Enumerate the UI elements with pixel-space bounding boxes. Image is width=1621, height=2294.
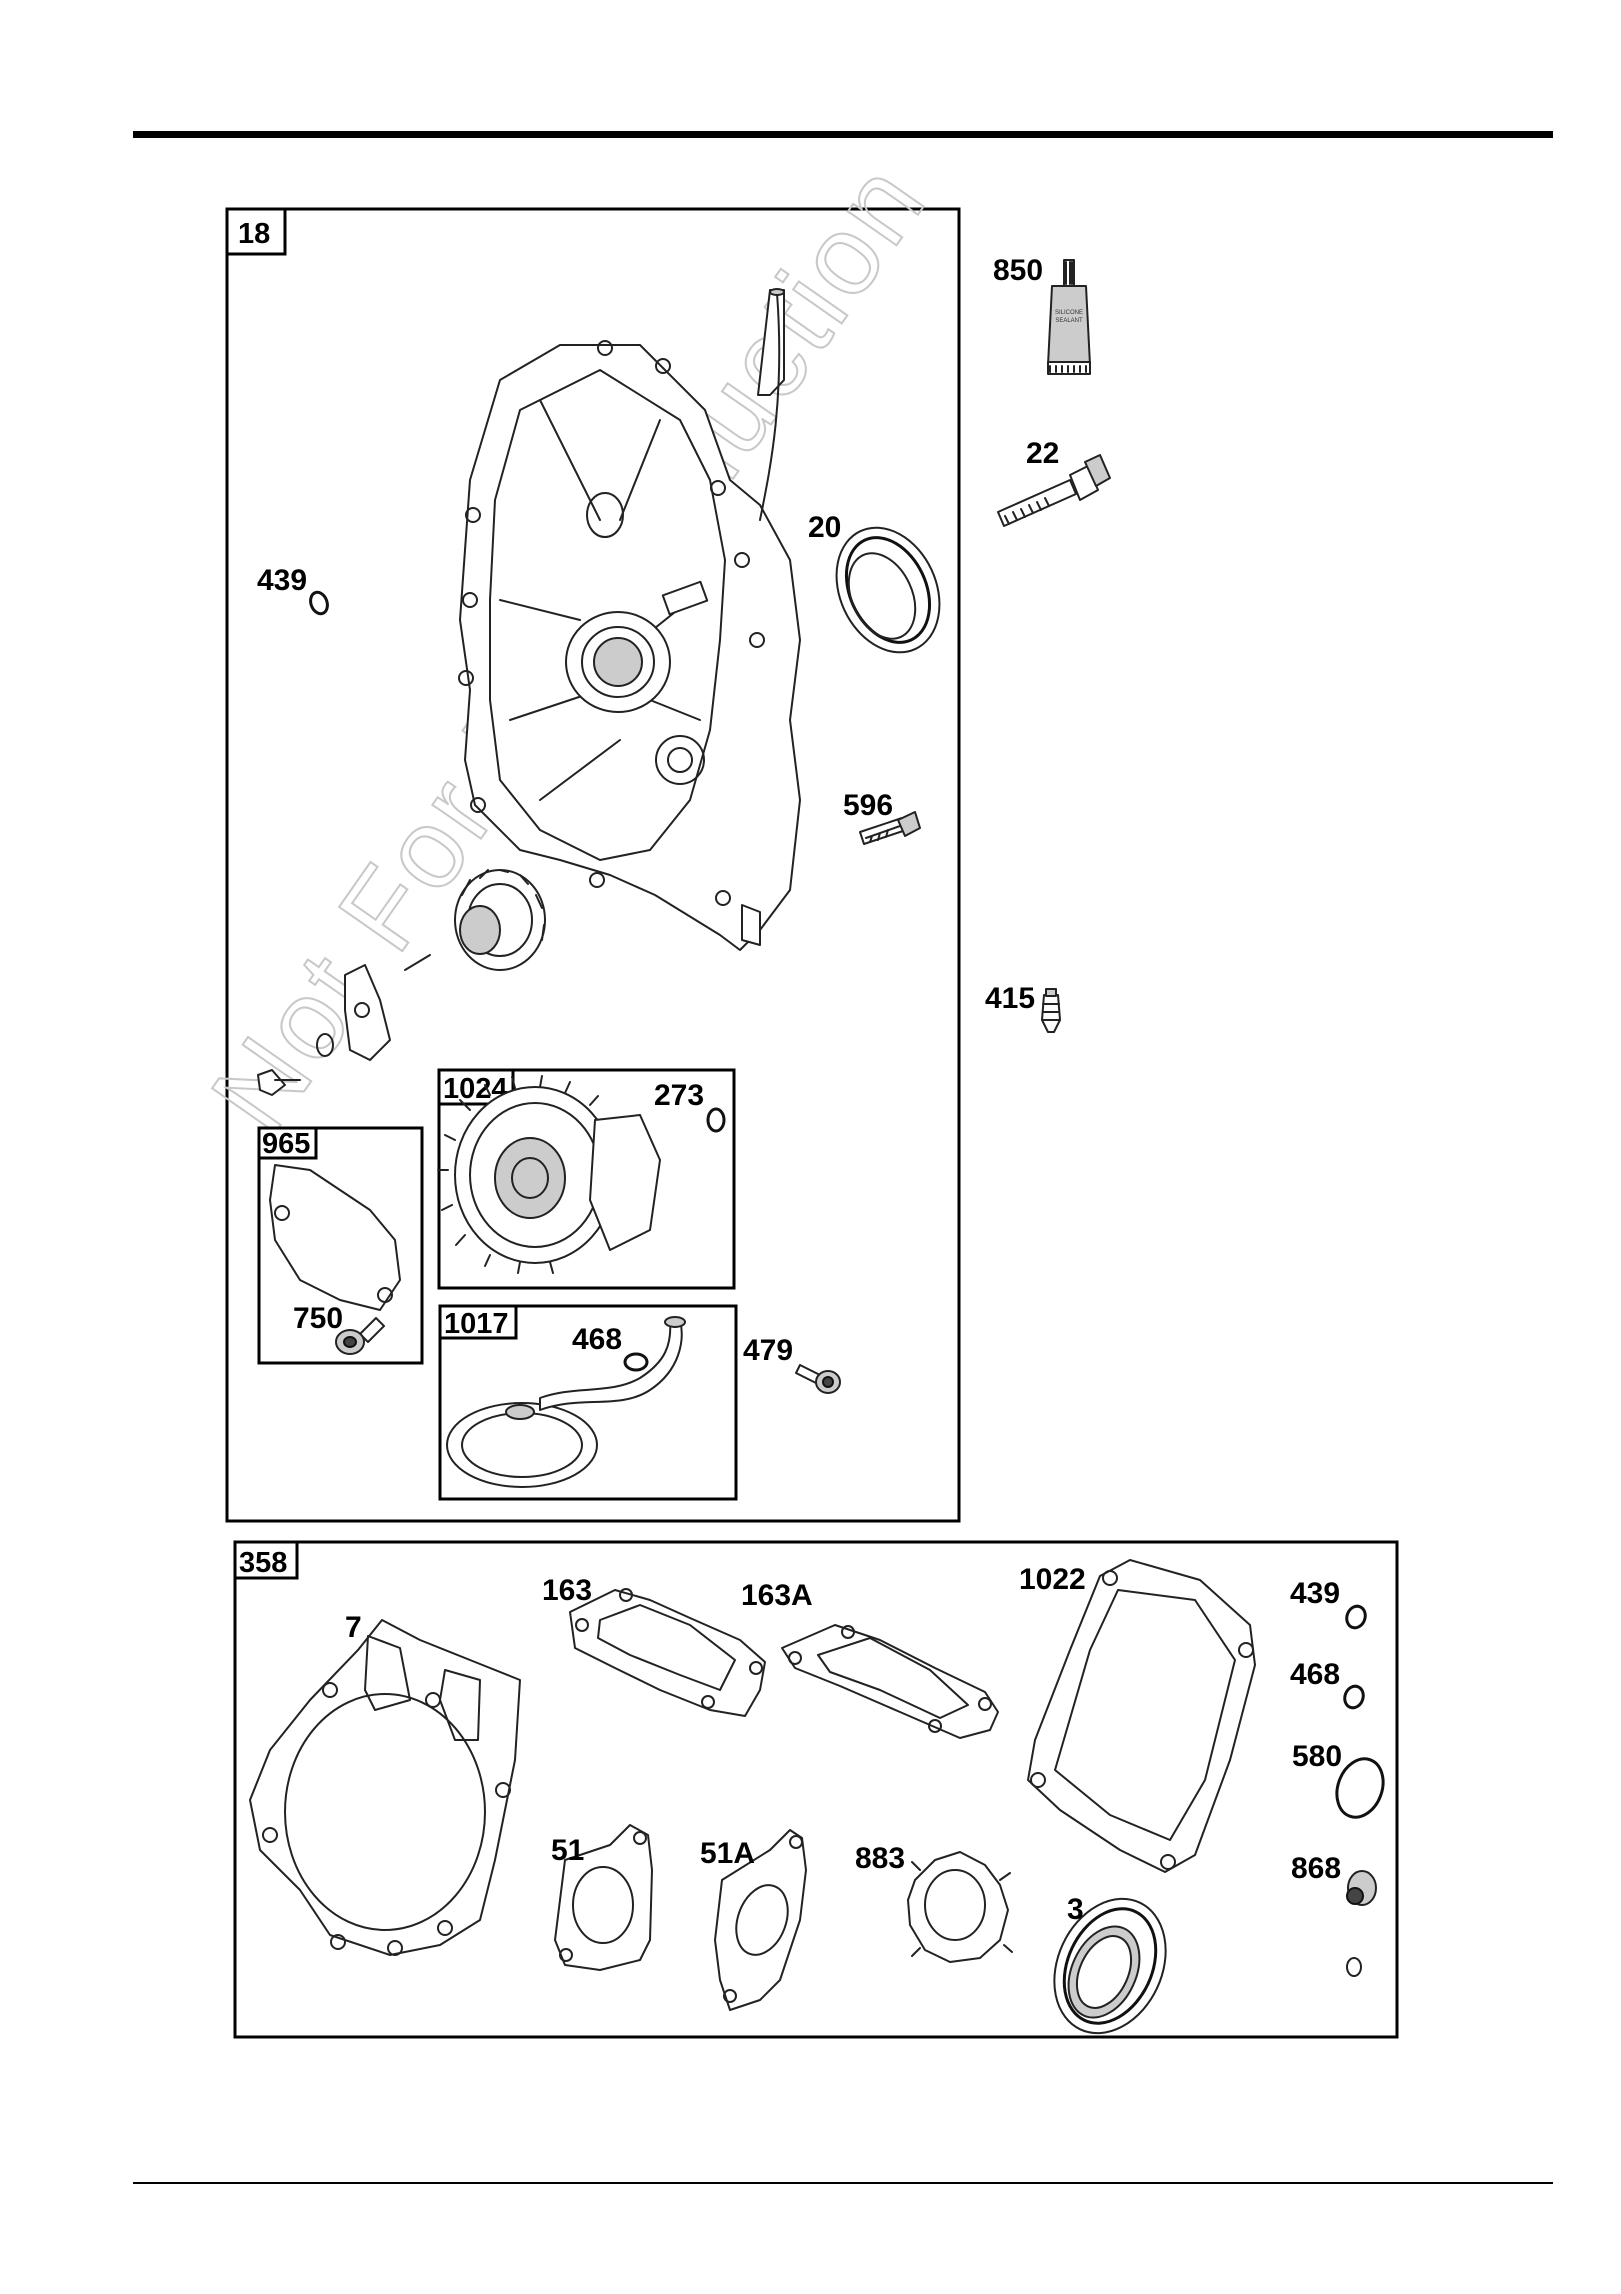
gear-icon-1024 xyxy=(438,1076,660,1273)
part-label-51: 51 xyxy=(551,1834,584,1867)
bolt-icon-750 xyxy=(336,1318,384,1354)
gasket-icon-1022 xyxy=(1028,1560,1255,1872)
part-label-51a: 51A xyxy=(700,1837,755,1870)
part-label-468b: 468 xyxy=(1290,1658,1340,1691)
part-label-20: 20 xyxy=(808,511,841,544)
gasket-icon-163 xyxy=(570,1589,765,1716)
valve-seal-icon-868 xyxy=(1347,1871,1376,1905)
part-label-850: 850 xyxy=(993,254,1043,287)
oil-seal-icon-3 xyxy=(1033,1881,1186,2052)
sealant-tube-icon-850: SILICONE SEALANT xyxy=(1048,260,1090,374)
o-ring-icon-468b xyxy=(1342,1684,1366,1711)
part-label-163a: 163A xyxy=(741,1579,813,1612)
o-ring-icon-468a xyxy=(625,1354,647,1370)
gasket-icon-163A xyxy=(782,1625,998,1738)
part-label-580: 580 xyxy=(1292,1740,1342,1773)
o-ring-icon-439 xyxy=(308,590,331,616)
gear-icon-governor xyxy=(455,870,545,970)
part-label-868: 868 xyxy=(1291,1852,1341,1885)
oil-pickup-icon-1017 xyxy=(447,1317,685,1487)
part-label-596: 596 xyxy=(843,789,893,822)
part-label-883: 883 xyxy=(855,1842,905,1875)
part-label-468a: 468 xyxy=(572,1323,622,1356)
part-label-750: 750 xyxy=(293,1302,343,1335)
plug-icon-415 xyxy=(1042,989,1060,1032)
part-label-7: 7 xyxy=(345,1611,362,1644)
sealant-line-2: SEALANT xyxy=(1055,318,1083,324)
part-label-273: 273 xyxy=(654,1079,704,1112)
part-label-3: 3 xyxy=(1067,1893,1084,1926)
part-label-163: 163 xyxy=(542,1574,592,1607)
o-ring-icon-439b xyxy=(1344,1604,1368,1631)
part-label-22: 22 xyxy=(1026,437,1059,470)
group-label-18: 18 xyxy=(238,218,270,250)
bolt-icon-479 xyxy=(796,1365,840,1393)
o-ring-icon-273 xyxy=(708,1109,724,1131)
part-label-439a: 439 xyxy=(257,564,307,597)
part-label-415: 415 xyxy=(985,982,1035,1015)
gasket-icon-965 xyxy=(270,1165,400,1310)
small-ring-icon xyxy=(1347,1958,1361,1976)
gasket-icon-883 xyxy=(908,1852,1012,1962)
group-label-1017: 1017 xyxy=(444,1308,509,1340)
group-label-358: 358 xyxy=(239,1547,287,1579)
part-label-439b: 439 xyxy=(1290,1577,1340,1610)
part-label-479: 479 xyxy=(743,1334,793,1367)
sealant-line-1: SILICONE xyxy=(1055,310,1083,316)
group-label-965: 965 xyxy=(262,1128,310,1160)
part-label-1022: 1022 xyxy=(1019,1563,1086,1596)
gasket-icon-7 xyxy=(250,1620,520,1955)
